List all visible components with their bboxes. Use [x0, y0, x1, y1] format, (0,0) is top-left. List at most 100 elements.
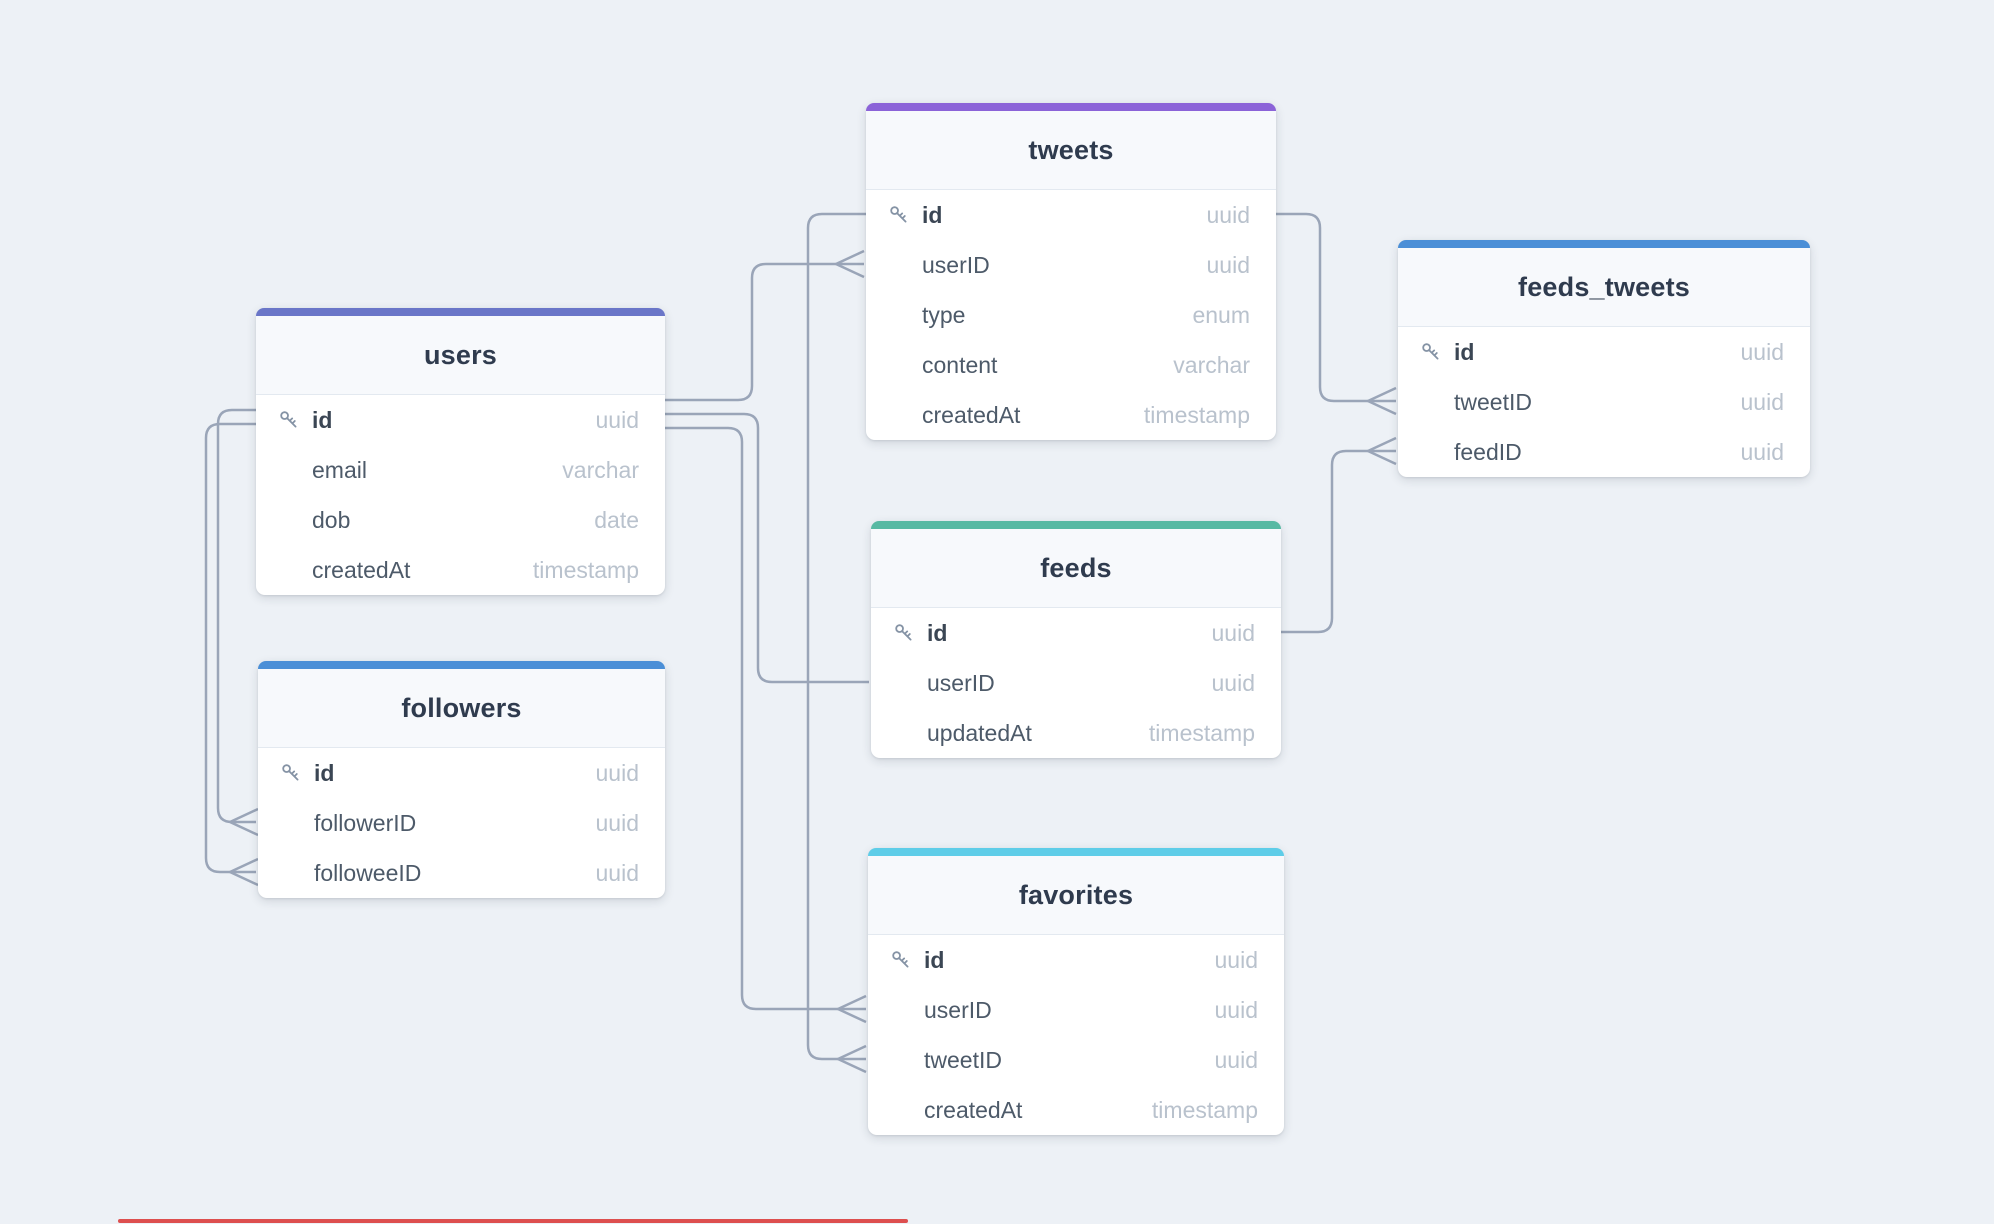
- column-name: updatedAt: [927, 719, 1032, 746]
- column-name: id: [1454, 338, 1475, 365]
- key-icon: [278, 409, 312, 431]
- table-row[interactable]: content varchar: [866, 340, 1276, 390]
- table-title: tweets: [866, 111, 1276, 190]
- table-row[interactable]: id uuid: [866, 190, 1276, 240]
- column-name: id: [312, 406, 333, 433]
- table-users[interactable]: users id uuid email varchar dob date cre…: [256, 308, 665, 595]
- column-type: uuid: [595, 809, 639, 836]
- column-name: followeeID: [314, 859, 422, 886]
- table-row[interactable]: createdAt timestamp: [868, 1085, 1284, 1135]
- table-row[interactable]: createdAt timestamp: [866, 390, 1276, 440]
- column-type: uuid: [1214, 946, 1258, 973]
- table-row[interactable]: userID uuid: [868, 985, 1284, 1035]
- wire-users-followeeid: [204, 422, 256, 874]
- table-row[interactable]: type enum: [866, 290, 1276, 340]
- crowfoot-followeeid: [229, 857, 259, 887]
- table-row[interactable]: id uuid: [868, 935, 1284, 985]
- key-icon: [888, 204, 922, 226]
- column-name: id: [314, 759, 335, 786]
- column-type: varchar: [562, 456, 639, 483]
- wire-feeds-feedstweets: [1281, 449, 1396, 634]
- table-users-accent-bar: [256, 308, 665, 316]
- table-row[interactable]: tweetID uuid: [1398, 377, 1810, 427]
- key-icon: [1420, 341, 1454, 363]
- column-name: userID: [922, 251, 990, 278]
- column-type: date: [594, 506, 639, 533]
- column-type: enum: [1192, 301, 1250, 328]
- column-name: followerID: [314, 809, 417, 836]
- column-type: uuid: [1206, 201, 1250, 228]
- wire-users-feeds: [665, 412, 869, 684]
- column-name: id: [927, 619, 948, 646]
- column-name: tweetID: [924, 1046, 1002, 1073]
- column-type: uuid: [1740, 338, 1784, 365]
- table-row[interactable]: tweetID uuid: [868, 1035, 1284, 1085]
- table-feeds-accent-bar: [871, 521, 1281, 529]
- wire-tweets-feedstweets: [1276, 212, 1396, 403]
- column-name: email: [312, 456, 367, 483]
- table-row[interactable]: createdAt timestamp: [256, 545, 665, 595]
- table-favorites-accent-bar: [868, 848, 1284, 856]
- column-type: timestamp: [1148, 719, 1255, 746]
- wire-tweets-favorites: [806, 212, 866, 1061]
- table-row[interactable]: id uuid: [258, 748, 665, 798]
- table-title: favorites: [868, 856, 1284, 935]
- table-row[interactable]: dob date: [256, 495, 665, 545]
- column-type: varchar: [1173, 351, 1250, 378]
- table-row[interactable]: userID uuid: [866, 240, 1276, 290]
- column-name: feedID: [1454, 438, 1522, 465]
- table-row[interactable]: followeeID uuid: [258, 848, 665, 898]
- column-type: timestamp: [1143, 401, 1250, 428]
- table-feeds-tweets[interactable]: feeds_tweets id uuid tweetID uuid feedID…: [1398, 240, 1810, 477]
- table-row[interactable]: updatedAt timestamp: [871, 708, 1281, 758]
- table-row[interactable]: followerID uuid: [258, 798, 665, 848]
- column-type: uuid: [1206, 251, 1250, 278]
- column-type: uuid: [1214, 1046, 1258, 1073]
- column-name: dob: [312, 506, 351, 533]
- table-followers[interactable]: followers id uuid followerID uuid follow…: [258, 661, 665, 898]
- table-followers-accent-bar: [258, 661, 665, 669]
- column-type: uuid: [595, 859, 639, 886]
- table-row[interactable]: id uuid: [256, 395, 665, 445]
- column-name: createdAt: [922, 401, 1021, 428]
- wire-users-favorites: [665, 426, 866, 1011]
- column-type: uuid: [595, 759, 639, 786]
- table-row[interactable]: email varchar: [256, 445, 665, 495]
- crowfoot-feedstweets-tweetid: [1367, 386, 1397, 416]
- column-name: content: [922, 351, 998, 378]
- key-icon: [890, 949, 924, 971]
- column-type: timestamp: [532, 556, 639, 583]
- table-tweets-accent-bar: [866, 103, 1276, 111]
- wire-users-followerid: [216, 408, 256, 824]
- table-row[interactable]: userID uuid: [871, 658, 1281, 708]
- table-tweets[interactable]: tweets id uuid userID uuid type enum con…: [866, 103, 1276, 440]
- table-title: followers: [258, 669, 665, 748]
- table-row[interactable]: id uuid: [1398, 327, 1810, 377]
- column-type: uuid: [1740, 388, 1784, 415]
- table-feeds[interactable]: feeds id uuid userID uuid updatedAt time…: [871, 521, 1281, 758]
- bottom-edge-bar: [118, 1219, 908, 1223]
- crowfoot-feedstweets-feedid: [1367, 436, 1397, 466]
- table-title: feeds: [871, 529, 1281, 608]
- column-name: userID: [924, 996, 992, 1023]
- table-row[interactable]: feedID uuid: [1398, 427, 1810, 477]
- key-icon: [893, 622, 927, 644]
- table-favorites[interactable]: favorites id uuid userID uuid tweetID uu…: [868, 848, 1284, 1135]
- crowfoot-favorites-tweetid: [837, 1044, 867, 1074]
- column-name: createdAt: [924, 1096, 1023, 1123]
- table-row[interactable]: id uuid: [871, 608, 1281, 658]
- crowfoot-tweets-userid: [835, 249, 865, 279]
- column-name: id: [924, 946, 945, 973]
- column-type: uuid: [1740, 438, 1784, 465]
- table-title: feeds_tweets: [1398, 248, 1810, 327]
- column-type: uuid: [1211, 619, 1255, 646]
- key-icon: [280, 762, 314, 784]
- wire-users-tweets: [665, 262, 864, 402]
- column-name: createdAt: [312, 556, 411, 583]
- table-feeds-tweets-accent-bar: [1398, 240, 1810, 248]
- column-type: timestamp: [1151, 1096, 1258, 1123]
- column-name: type: [922, 301, 966, 328]
- column-name: tweetID: [1454, 388, 1532, 415]
